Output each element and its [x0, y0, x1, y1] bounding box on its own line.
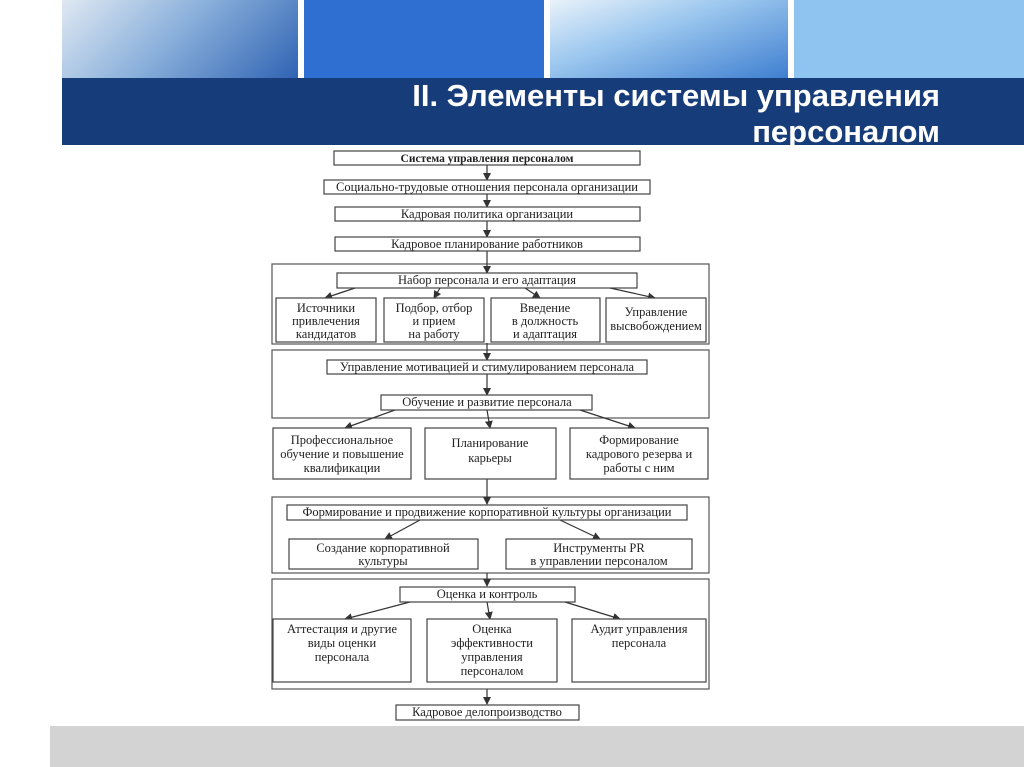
training-career-line2: карьеры [468, 451, 512, 465]
training-qualification-line1: Профессиональное [291, 433, 394, 447]
box-evaluation-efficiency: Оценка эффективности управления персонал… [426, 618, 558, 683]
box-motivation: Управление мотивацией и стимулированием … [326, 359, 648, 375]
box-hr-policy-label: Кадровая политика организации [401, 207, 574, 221]
training-qualification-line3: квалификации [304, 461, 381, 475]
connector [559, 519, 601, 540]
evaluation-attestation-line1: Аттестация и другие [287, 622, 397, 636]
recruit-sources-line3: кандидатов [296, 327, 356, 341]
box-training-label: Обучение и развитие персонала [402, 395, 572, 409]
box-social-relations-label: Социально-трудовые отношения персонала о… [336, 180, 638, 194]
banner-block-light [794, 0, 1024, 78]
banner-photo-buildings [550, 0, 788, 78]
box-recruit-sources: Источники привлечения кандидатов [275, 297, 377, 343]
recruit-adaptation-line1: Введение [520, 301, 571, 315]
connector [579, 409, 636, 430]
evaluation-attestation-line3: персонала [315, 650, 370, 664]
training-career-line1: Планирование [452, 436, 529, 450]
recruit-release-line2: высвобождением [610, 319, 702, 333]
box-training-qualification: Профессиональное обучение и повышение кв… [272, 427, 412, 480]
title-bar [62, 78, 1024, 145]
footer-bar [50, 726, 1024, 767]
training-reserve-line1: Формирование [599, 433, 679, 447]
banner-photo-keyboard [62, 0, 298, 78]
evaluation-audit-line2: персонала [612, 636, 667, 650]
box-hr-policy: Кадровая политика организации [334, 206, 641, 222]
recruit-selection-line3: на работу [408, 327, 460, 341]
box-recruit-selection: Подбор, отбор и прием на работу [383, 297, 485, 343]
box-evaluation-audit: Аудит управления персонала [571, 618, 707, 683]
box-evaluation-label: Оценка и контроль [437, 587, 538, 601]
box-training-reserve: Формирование кадрового резерва и работы … [569, 427, 709, 480]
connector [484, 409, 493, 429]
evaluation-efficiency-line4: персоналом [461, 664, 524, 678]
culture-creation-line1: Создание корпоративной [316, 541, 450, 555]
box-culture-pr: Инструменты PR в управлении персоналом [505, 538, 693, 570]
box-recruit-adaptation: Введение в должность и адаптация [490, 297, 601, 343]
group-recruitment [271, 263, 710, 345]
training-reserve-line3: работы с ним [603, 461, 674, 475]
box-motivation-label: Управление мотивацией и стимулированием … [340, 360, 635, 374]
banner-block-blue [304, 0, 544, 78]
box-recruit-release: Управление высвобождением [605, 297, 707, 343]
slide-title-line2: персоналом [752, 114, 940, 149]
recruit-adaptation-line2: в должность [512, 314, 579, 328]
culture-creation-line2: культуры [358, 554, 408, 568]
box-hr-planning-label: Кадровое планирование работников [391, 237, 583, 251]
evaluation-audit-line1: Аудит управления [591, 622, 688, 636]
connector [384, 519, 421, 540]
connector [344, 601, 411, 622]
box-evaluation-attestation: Аттестация и другие виды оценки персонал… [272, 618, 412, 683]
box-culture-creation: Создание корпоративной культуры [288, 538, 479, 570]
culture-pr-line2: в управлении персоналом [530, 554, 667, 568]
group-training [271, 349, 710, 419]
training-reserve-line2: кадрового резерва и [586, 447, 693, 461]
connector [433, 287, 442, 299]
box-training-career: Планирование карьеры [424, 427, 557, 480]
box-social-relations: Социально-трудовые отношения персонала о… [323, 179, 651, 195]
box-hr-planning: Кадровое планирование работников [334, 236, 641, 252]
connector [484, 601, 493, 620]
box-training: Обучение и развитие персонала [380, 394, 593, 411]
recruit-selection-line2: и прием [413, 314, 456, 328]
slide-title: II. Элементы системы управления персонал… [120, 78, 940, 150]
box-culture: Формирование и продвижение корпоративной… [286, 504, 688, 521]
connector [324, 287, 356, 300]
box-culture-label: Формирование и продвижение корпоративной… [303, 505, 672, 519]
recruit-release-line1: Управление [625, 305, 688, 319]
box-records: Кадровое делопроизводство [395, 704, 580, 721]
recruit-adaptation-line3: и адаптация [513, 327, 577, 341]
connector [524, 287, 541, 299]
box-recruitment-label: Набор персонала и его адаптация [398, 273, 576, 287]
recruit-selection-line1: Подбор, отбор [396, 301, 473, 315]
connector [344, 409, 396, 430]
recruit-sources-line1: Источники [297, 301, 356, 315]
box-records-label: Кадровое делопроизводство [412, 705, 562, 719]
connector [564, 601, 621, 621]
box-recruitment: Набор персонала и его адаптация [336, 272, 638, 289]
box-system-label: Система управления персоналом [401, 153, 574, 165]
connector [609, 287, 656, 301]
recruit-sources-line2: привлечения [292, 314, 360, 328]
box-system: Система управления персоналом [333, 150, 641, 166]
evaluation-efficiency-line2: эффективности [451, 636, 533, 650]
evaluation-efficiency-line3: управления [461, 650, 523, 664]
slide-title-line1: II. Элементы системы управления [412, 78, 940, 113]
box-evaluation: Оценка и контроль [399, 586, 576, 603]
training-qualification-line2: обучение и повышение [280, 447, 404, 461]
evaluation-attestation-line2: виды оценки [308, 636, 377, 650]
culture-pr-line1: Инструменты PR [553, 541, 645, 555]
evaluation-efficiency-line1: Оценка [472, 622, 512, 636]
